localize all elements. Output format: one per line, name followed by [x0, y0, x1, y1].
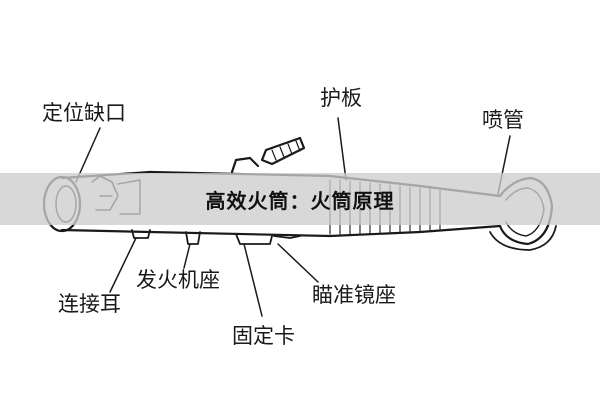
label-sight-notch: 定位缺口 [42, 101, 126, 125]
banner-title: 高效火筒：火筒原理 [205, 188, 395, 213]
label-nozzle: 喷管 [482, 108, 524, 132]
label-connector-lug: 连接耳 [58, 292, 121, 316]
label-scope-mount: 瞄准镜座 [312, 283, 396, 307]
firing-mechanism-shape [230, 136, 306, 174]
leader-scope-mount [277, 243, 319, 283]
label-firing-mount: 发火机座 [136, 268, 220, 292]
title-banner: 高效火筒：火筒原理 [0, 173, 600, 225]
underside-fittings [131, 229, 301, 245]
leader-clamp [243, 243, 263, 317]
leader-firing-mount [183, 243, 191, 269]
leader-connector-lug [109, 237, 137, 293]
label-guard-plate: 护板 [320, 86, 362, 110]
leader-guard-plate [337, 117, 347, 181]
label-clamp: 固定卡 [232, 324, 295, 348]
